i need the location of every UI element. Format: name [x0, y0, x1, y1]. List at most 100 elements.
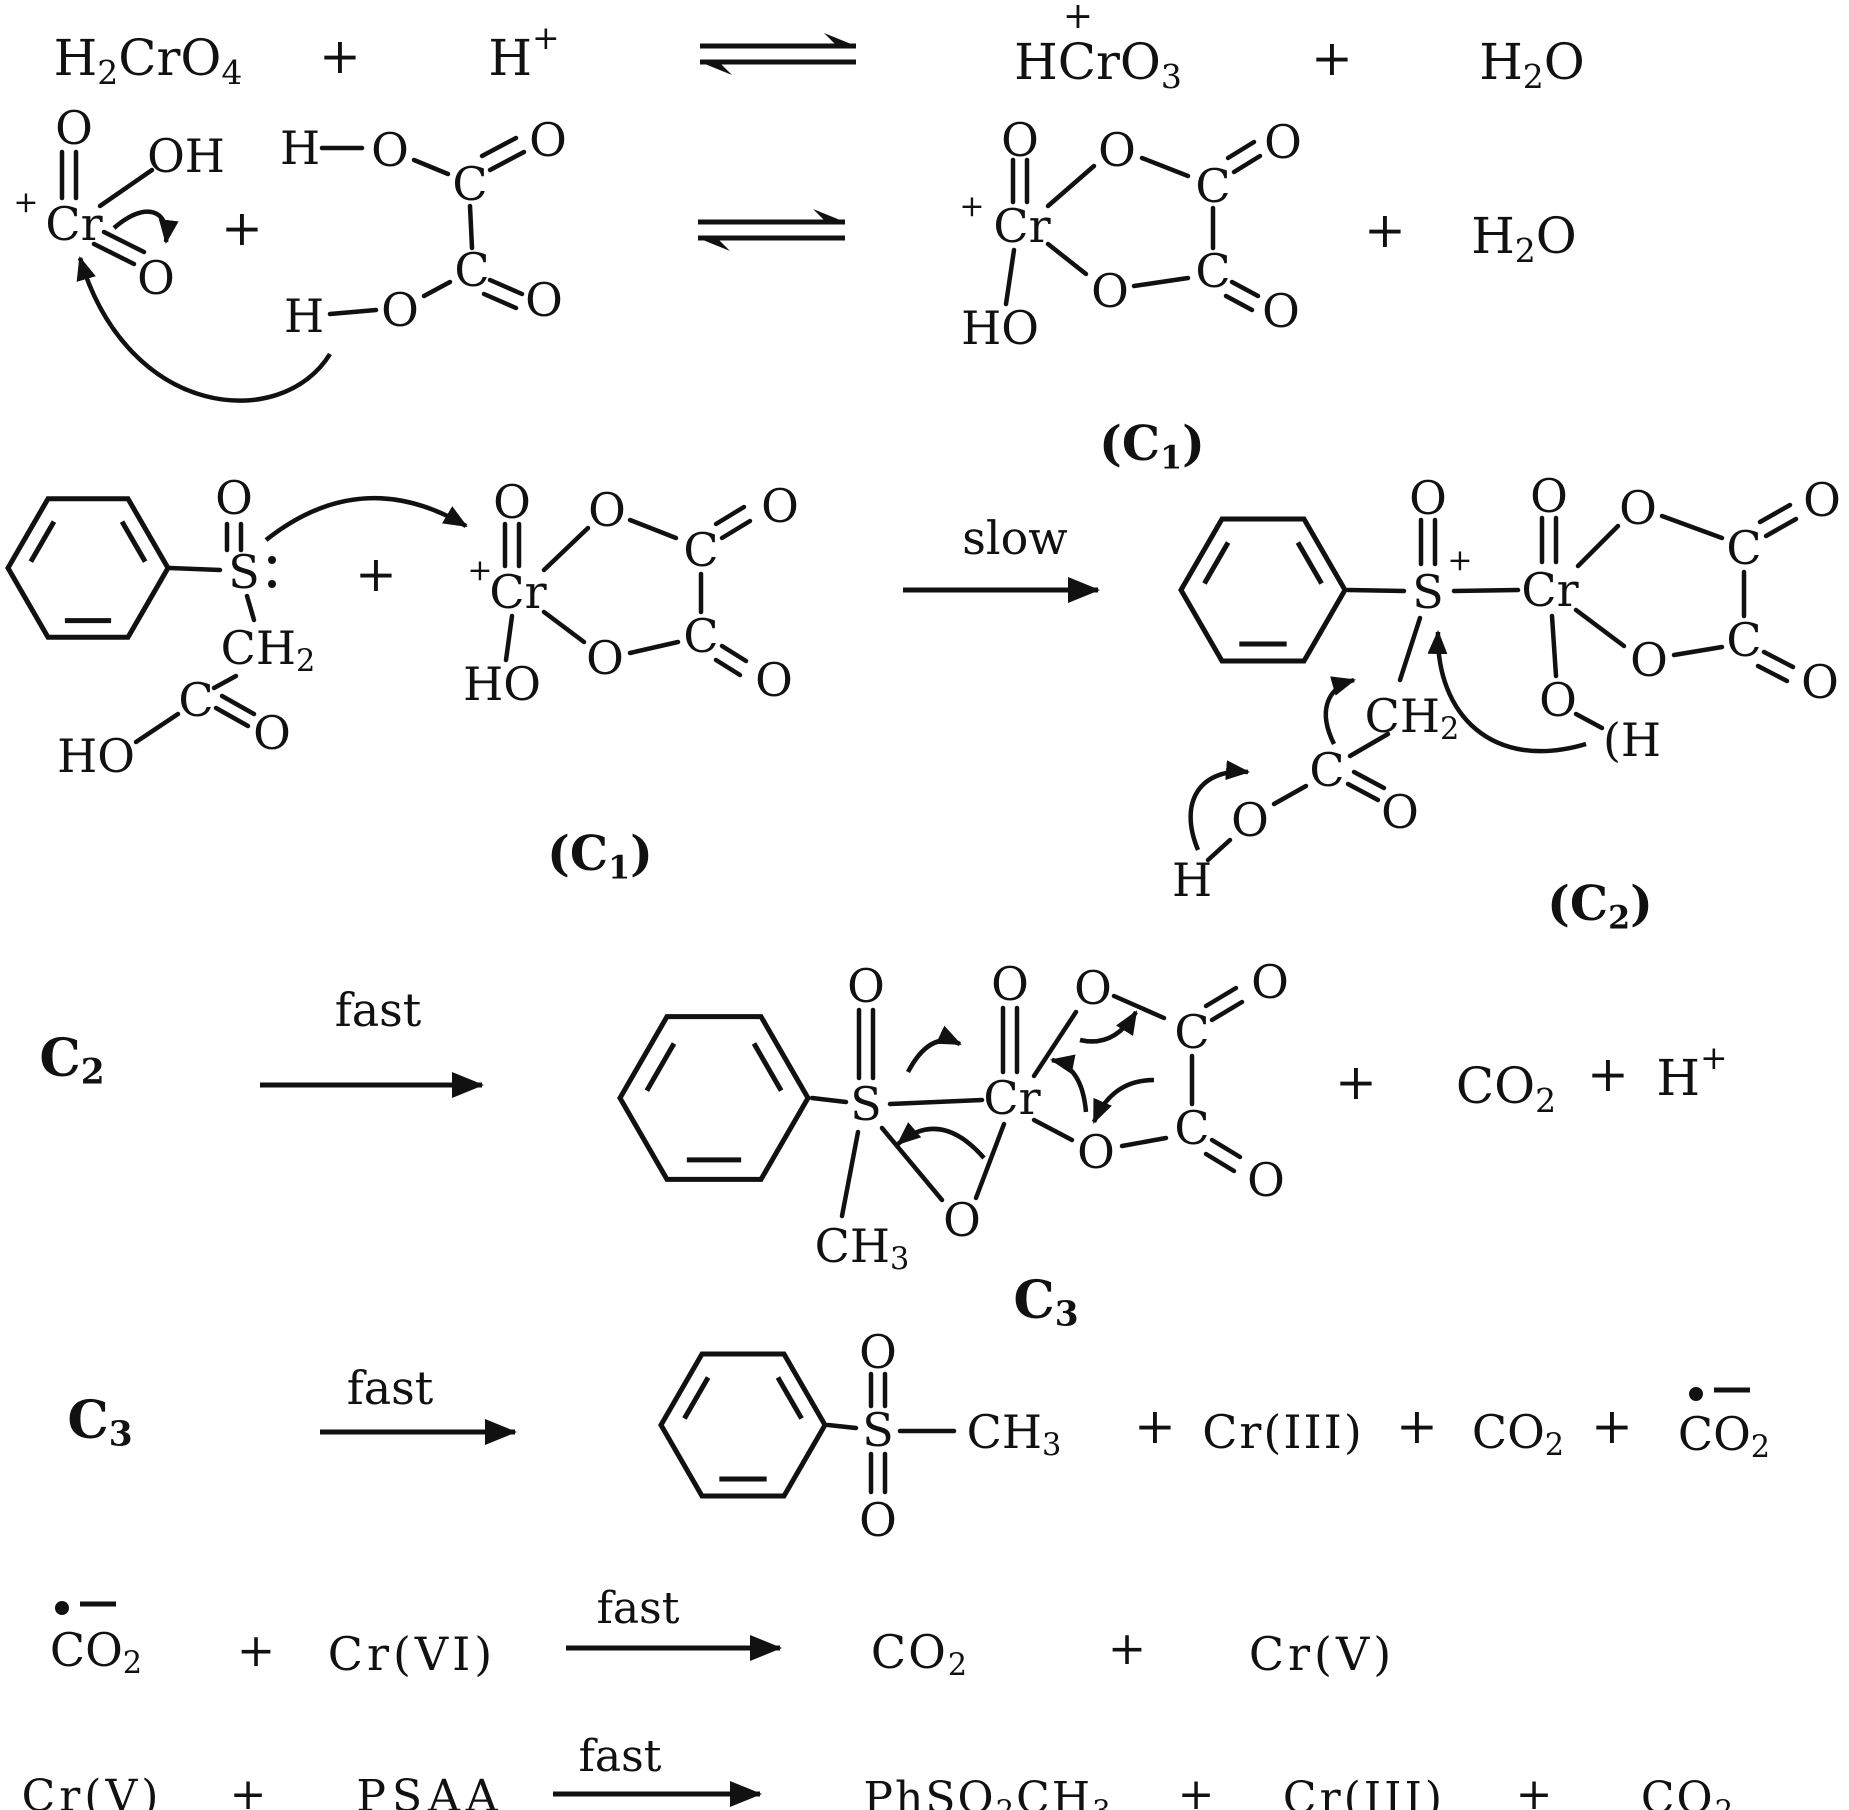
electron-arrow-s-to-cr — [264, 495, 468, 542]
atom-c: C — [452, 157, 487, 211]
atom-o: O — [761, 479, 799, 533]
bond — [133, 711, 181, 745]
formula-cr3: Cr(III) — [1283, 1773, 1445, 1810]
atom-o: O — [1530, 469, 1568, 523]
formula-cr5: Cr(V) — [22, 1771, 163, 1810]
atom-c: C — [1309, 743, 1344, 797]
bond — [91, 241, 137, 267]
atom-ho: HO — [463, 657, 541, 711]
formula-cr5: Cr(V) — [1249, 1627, 1395, 1681]
plus-operator: + — [1335, 1053, 1377, 1111]
bond — [1209, 999, 1245, 1023]
formula-co2-radical: CO2 — [1678, 1407, 1770, 1464]
formula-ch2: CH2 — [221, 621, 316, 678]
bond — [809, 1095, 849, 1105]
electron-dot — [1689, 1387, 1703, 1401]
label-c3: C3 — [1013, 1270, 1078, 1335]
plus-operator: + — [1178, 1769, 1215, 1810]
ring-double-bond — [119, 520, 148, 563]
formula-co2: CO2 — [1472, 1405, 1564, 1462]
formula-co2: CO2 — [871, 1625, 969, 1682]
bond — [1351, 769, 1387, 791]
label-slow: slow — [962, 511, 1067, 565]
bond — [1573, 607, 1627, 649]
bond — [1397, 615, 1423, 683]
bond — [713, 504, 747, 527]
bond — [1229, 279, 1261, 299]
bond — [1031, 1117, 1075, 1143]
bond — [481, 291, 519, 311]
atom-s: S — [862, 1403, 894, 1457]
atom-c: C — [1174, 1005, 1209, 1059]
bond — [213, 705, 251, 729]
atom-o: O — [371, 123, 409, 177]
harpoon-head — [813, 209, 845, 222]
atom-oh-paren: (H — [1603, 713, 1661, 767]
benzene-ring-psaa — [5, 496, 171, 640]
bond — [211, 673, 239, 691]
electron-arrow-ch2 — [1323, 676, 1356, 746]
atom-o: O — [755, 653, 793, 707]
atom-o: O — [1077, 1125, 1115, 1179]
bond — [1271, 783, 1309, 807]
bond — [1575, 523, 1621, 569]
plus-operator: + — [319, 27, 361, 85]
atom-o: O — [1630, 633, 1668, 687]
bond — [1549, 613, 1559, 679]
bond — [421, 279, 453, 299]
electron-arrow-s-cr-top — [906, 1025, 962, 1074]
charge-plus: + — [1063, 0, 1093, 37]
harpoon-head — [700, 62, 732, 75]
atom-o: O — [859, 1493, 897, 1547]
plus-operator: + — [1311, 29, 1353, 87]
electron-flow-arrows — [76, 209, 1587, 1160]
bond — [1209, 1137, 1243, 1160]
bond — [1347, 731, 1391, 759]
charge-plus: + — [1447, 543, 1472, 578]
bond — [487, 277, 525, 297]
benzene-ring-c2 — [1178, 516, 1348, 664]
electron-arrow-to-cr — [1050, 1054, 1089, 1113]
harpoon-head — [698, 238, 730, 251]
atom-o: O — [1074, 961, 1112, 1015]
formula-psaa: PSAA — [356, 1771, 503, 1810]
bond — [627, 639, 681, 656]
formula-h-plus: H+ — [488, 18, 559, 88]
formula-h2o: H2O — [1479, 33, 1585, 96]
formula-phso2ch3: PhSO2CH3 — [863, 1773, 1112, 1810]
bond — [1345, 587, 1407, 594]
formula-co2-radical: CO2 — [50, 1623, 142, 1680]
bond — [1031, 1009, 1079, 1079]
ring-double-bond — [1202, 541, 1231, 585]
formula-ch3: CH3 — [815, 1219, 910, 1276]
plus-operator: + — [230, 1769, 267, 1810]
electron-arrow-cc-to-o — [1091, 1077, 1155, 1124]
formula-ch3: CH3 — [967, 1405, 1062, 1462]
atom-c: C — [454, 243, 489, 297]
formula-h2o: H2O — [1471, 207, 1577, 270]
formula-hcro3: HCrO3 — [1014, 33, 1182, 96]
electron-arrow-h-to-c — [1188, 760, 1250, 851]
label-fast: fast — [347, 1361, 434, 1415]
label-c1: (C1) — [547, 826, 653, 886]
atom-c: C — [178, 673, 213, 727]
electron-arrow-o-to-s — [896, 1122, 986, 1160]
bond — [973, 1121, 1007, 1201]
atom-o: O — [1801, 655, 1839, 709]
plus-operator: + — [1108, 1621, 1147, 1675]
electron-dot — [55, 1601, 69, 1615]
benzene-rings — [5, 496, 1348, 1499]
bond — [1345, 781, 1381, 803]
bond — [719, 518, 753, 541]
formula-cr6: Cr(VI) — [328, 1627, 496, 1681]
atom-o: O — [493, 475, 531, 529]
charge-plus: + — [467, 553, 492, 588]
atom-cr: Cr — [983, 1071, 1040, 1125]
atom-s: S — [228, 545, 260, 599]
atom-o: O — [1619, 481, 1657, 535]
atom-s: S — [1412, 565, 1444, 619]
atom-c: C — [1726, 613, 1761, 667]
ring-double-bond — [751, 1042, 784, 1092]
atom-o: O — [55, 101, 93, 155]
